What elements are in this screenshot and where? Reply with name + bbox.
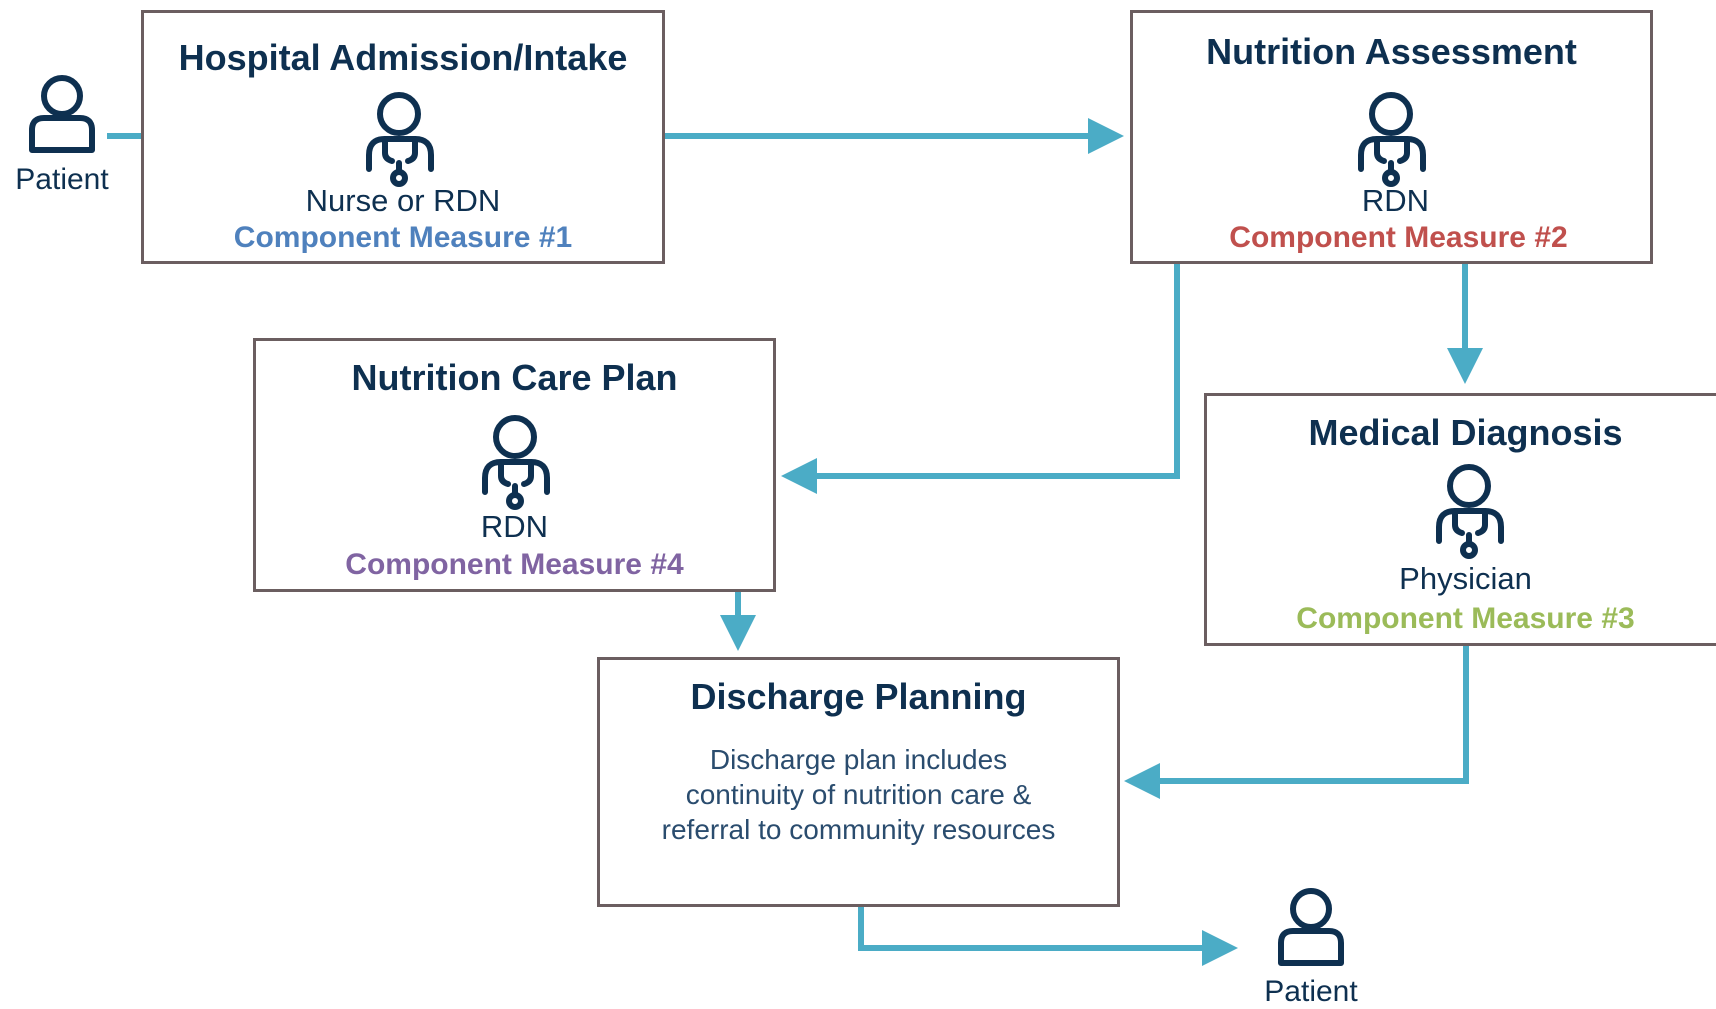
person-icon (27, 74, 97, 154)
care-plan-role: RDN (480, 509, 549, 544)
diagnosis-role: Physician (1399, 561, 1532, 596)
discharge-box: Discharge Planning Discharge plan includ… (597, 657, 1120, 907)
clinician-icon (1431, 461, 1511, 561)
arrow-assessment-to-care-plan (781, 264, 1180, 494)
care-plan-box: Nutrition Care Plan RDN Component Measur… (253, 338, 776, 592)
care-plan-title: Nutrition Care Plan (351, 357, 678, 398)
start-patient-label: Patient (15, 163, 109, 196)
admission-measure: Component Measure #1 (233, 221, 573, 254)
clinician-icon (477, 412, 557, 512)
care-plan-measure: Component Measure #4 (345, 548, 684, 581)
assessment-box: Nutrition Assessment RDN Component Measu… (1130, 10, 1653, 264)
diagnosis-box: Medical Diagnosis Physician Component Me… (1204, 393, 1716, 646)
discharge-title: Discharge Planning (690, 676, 1027, 717)
person-icon (1276, 887, 1346, 967)
arrow-diagnosis-to-discharge (1124, 645, 1469, 799)
admission-title: Hospital Admission/Intake (178, 37, 628, 78)
assessment-title: Nutrition Assessment (1206, 31, 1577, 72)
assessment-role: RDN (1361, 183, 1430, 218)
end-patient-label: Patient (1264, 975, 1358, 1008)
admission-box: Hospital Admission/Intake Nurse or RDN C… (141, 10, 665, 264)
admission-role: Nurse or RDN (305, 183, 501, 218)
arrow-discharge-to-patient (858, 907, 1238, 966)
clinician-icon (361, 89, 441, 189)
diagnosis-measure: Component Measure #3 (1296, 602, 1635, 635)
assessment-measure: Component Measure #2 (1229, 221, 1568, 254)
clinician-icon (1353, 89, 1433, 189)
discharge-description: Discharge plan includes continuity of nu… (661, 744, 1056, 845)
diagnosis-title: Medical Diagnosis (1308, 412, 1623, 453)
